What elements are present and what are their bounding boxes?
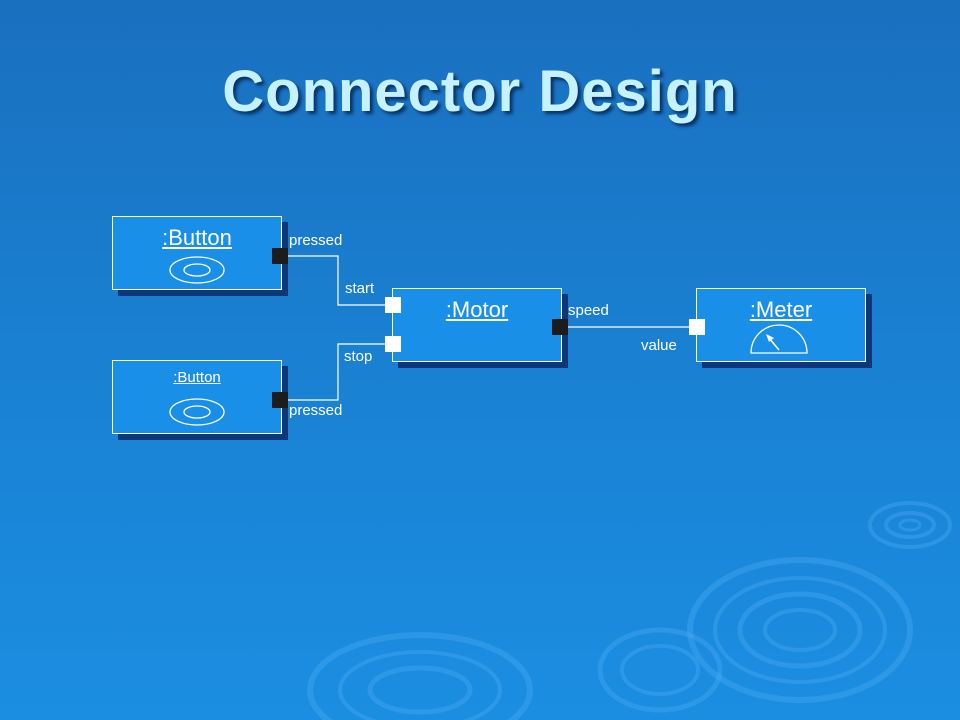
button1-component[interactable]: :Button	[112, 216, 282, 290]
button1-pressed-port[interactable]	[272, 248, 288, 264]
button1-pressed-label: pressed	[289, 232, 343, 249]
motor-speed-port[interactable]	[552, 319, 568, 335]
button2-pressed-port[interactable]	[272, 392, 288, 408]
motor-stop-port[interactable]	[385, 336, 401, 352]
motor-start-port[interactable]	[385, 297, 401, 313]
gauge-icon	[750, 324, 808, 354]
meter-label: :Meter	[749, 297, 813, 322]
button-ellipse-icon	[169, 256, 225, 284]
motor-stop-label: stop	[344, 348, 373, 365]
motor-start-label: start	[345, 280, 375, 297]
button2-pressed-label: pressed	[289, 402, 343, 419]
button2-label: :Button	[173, 369, 221, 386]
meter-component[interactable]: :Meter	[696, 288, 866, 362]
meter-value-label: value	[641, 337, 677, 354]
button2-component[interactable]: :Button	[112, 360, 282, 434]
button-ellipse-icon	[169, 398, 225, 426]
meter-value-port[interactable]	[689, 319, 705, 335]
button1-label: :Button	[162, 225, 232, 250]
motor-speed-label: speed	[568, 302, 609, 319]
wire-button2-to-stop	[288, 343, 385, 401]
motor-label: :Motor	[445, 297, 509, 322]
slide-title: Connector Design	[222, 59, 738, 124]
motor-component[interactable]: :Motor	[392, 288, 562, 362]
wire-button1-to-start	[288, 255, 385, 306]
